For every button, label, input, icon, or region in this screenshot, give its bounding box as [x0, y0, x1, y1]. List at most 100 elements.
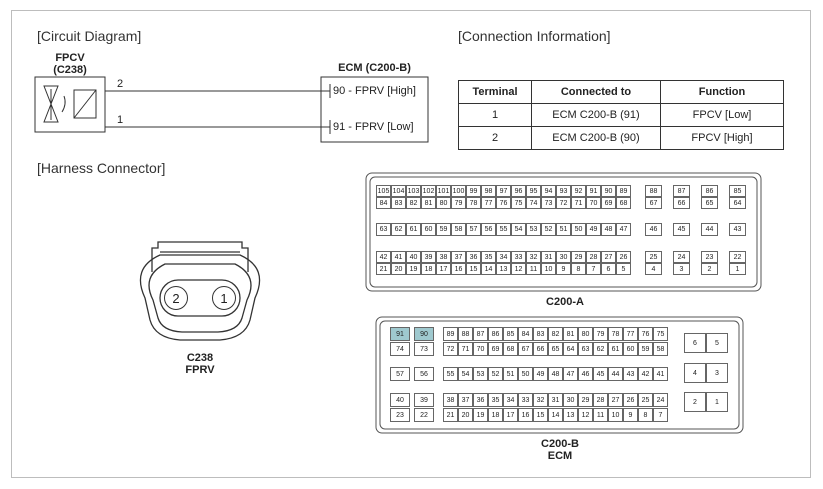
- connector-pin: 65: [548, 342, 563, 356]
- diagram-frame: [11, 10, 811, 478]
- connector-pin: 4: [645, 263, 662, 275]
- connector-pin: 83: [391, 197, 406, 209]
- connector-pin: 69: [601, 197, 616, 209]
- connector-pin: 98: [481, 185, 496, 197]
- connector-pin: 72: [443, 342, 458, 356]
- connector-pin: 66: [533, 342, 548, 356]
- connector-pin: 102: [421, 185, 436, 197]
- c200b-name: C200-B: [541, 438, 579, 450]
- connector-pin: 62: [593, 342, 608, 356]
- connector-pin: 41: [391, 251, 406, 263]
- connector-pin: 6: [684, 333, 706, 353]
- connector-pin: 90: [414, 327, 434, 341]
- connector-pin: 9: [556, 263, 571, 275]
- connector-pin: 11: [526, 263, 541, 275]
- connector-pin: 27: [601, 251, 616, 263]
- c238-pin-2: 2: [164, 286, 188, 310]
- connector-pin: 44: [608, 367, 623, 381]
- connector-pin: 30: [556, 251, 571, 263]
- connector-pin: 24: [673, 251, 690, 263]
- connector-pin: 47: [616, 223, 631, 236]
- connector-pin: 27: [608, 393, 623, 407]
- connector-pin: 40: [390, 393, 410, 407]
- connector-pin: 57: [466, 223, 481, 236]
- connector-pin: 86: [488, 327, 503, 341]
- connector-pin: 103: [406, 185, 421, 197]
- connector-pin: 84: [518, 327, 533, 341]
- connector-pin: 68: [503, 342, 518, 356]
- ecm-title: ECM (C200-B): [338, 62, 411, 74]
- connector-pin: 5: [616, 263, 631, 275]
- c200b-housing-inner: [379, 320, 740, 430]
- connector-pin: 62: [391, 223, 406, 236]
- connector-pin: 75: [511, 197, 526, 209]
- connector-pin: 49: [586, 223, 601, 236]
- connector-pin: 85: [729, 185, 746, 197]
- connector-pin: 30: [563, 393, 578, 407]
- header-function: Function: [660, 80, 784, 104]
- connector-pin: 82: [548, 327, 563, 341]
- pin-1-label: 1: [117, 114, 124, 126]
- connector-pin: 75: [653, 327, 668, 341]
- c238-pin-1: 1: [212, 286, 236, 310]
- connector-pin: 54: [458, 367, 473, 381]
- connector-pin: 28: [593, 393, 608, 407]
- connector-pin: 84: [376, 197, 391, 209]
- connector-pin: 46: [645, 223, 662, 236]
- connector-pin: 31: [541, 251, 556, 263]
- connector-pin: 22: [414, 408, 434, 422]
- connector-pin: 43: [623, 367, 638, 381]
- connector-pin: 90: [601, 185, 616, 197]
- connector-pin: 50: [571, 223, 586, 236]
- connector-pin: 12: [578, 408, 593, 422]
- connector-pin: 5: [706, 333, 728, 353]
- connector-pin: 8: [571, 263, 586, 275]
- connector-pin: 47: [563, 367, 578, 381]
- connector-pin: 16: [518, 408, 533, 422]
- connector-pin: 19: [473, 408, 488, 422]
- connector-pin: 74: [390, 342, 410, 356]
- connector-pin: 93: [556, 185, 571, 197]
- ecm-pin-91-label: 91 - FPRV [Low]: [333, 121, 414, 133]
- connector-pin: 94: [541, 185, 556, 197]
- fpcv-connector-label: (C238): [53, 64, 87, 76]
- connector-pin: 64: [563, 342, 578, 356]
- connector-pin: 61: [608, 342, 623, 356]
- connector-pin: 85: [503, 327, 518, 341]
- connector-pin: 67: [645, 197, 662, 209]
- valve-symbol-icon: [43, 85, 97, 123]
- connector-pin: 29: [578, 393, 593, 407]
- connector-pin: 59: [638, 342, 653, 356]
- connector-pin: 48: [548, 367, 563, 381]
- connector-pin: 7: [653, 408, 668, 422]
- connector-pin: 87: [673, 185, 690, 197]
- connector-pin: 87: [473, 327, 488, 341]
- connector-pin: 42: [376, 251, 391, 263]
- connector-pin: 26: [623, 393, 638, 407]
- connector-pin: 11: [593, 408, 608, 422]
- connector-pin: 26: [616, 251, 631, 263]
- connector-pin: 86: [701, 185, 718, 197]
- connector-pin: 49: [533, 367, 548, 381]
- connector-pin: 1: [729, 263, 746, 275]
- header-connected-to: Connected to: [531, 80, 661, 104]
- connector-pin: 7: [586, 263, 601, 275]
- connector-pin: 56: [414, 367, 434, 381]
- connector-pin: 34: [503, 393, 518, 407]
- connector-pin: 79: [593, 327, 608, 341]
- connector-pin: 52: [488, 367, 503, 381]
- connector-pin: 18: [421, 263, 436, 275]
- connector-pin: 14: [481, 263, 496, 275]
- connector-pin: 2: [684, 392, 706, 412]
